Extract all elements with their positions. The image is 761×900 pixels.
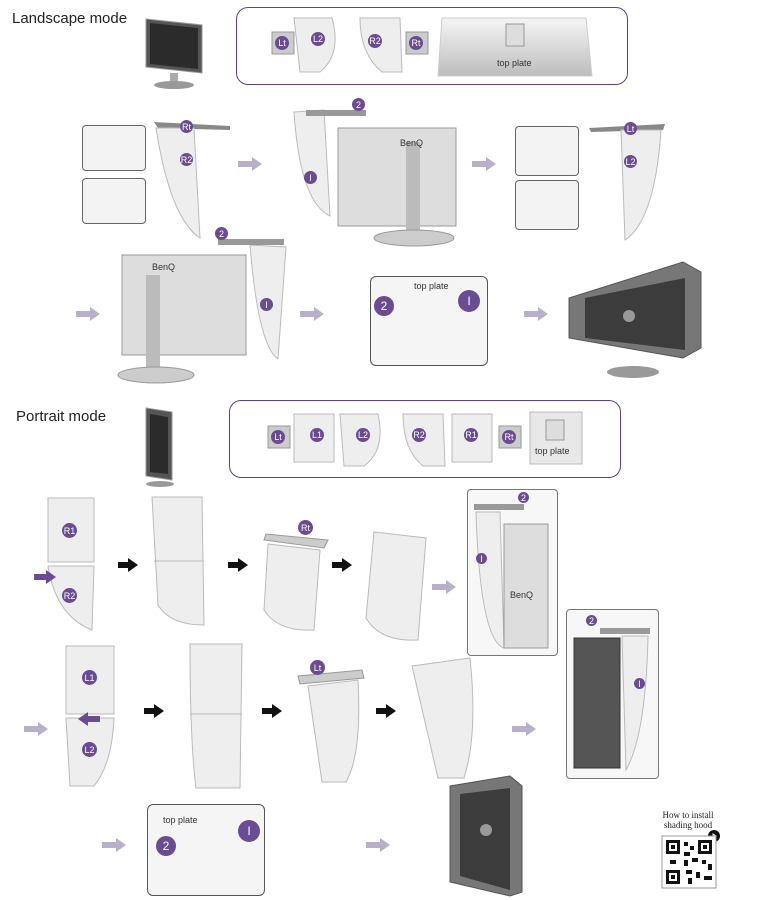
landscape-heading: Landscape mode xyxy=(12,10,128,27)
portrait-rt-badge: Rt xyxy=(298,520,313,535)
landscape-part-r2 xyxy=(359,17,403,73)
landscape-detail-box-1 xyxy=(82,125,146,171)
portrait-l-final xyxy=(411,657,474,779)
portrait-part-r1-label: R1 xyxy=(464,428,478,442)
landscape-brand-label-b: BenQ xyxy=(152,262,176,272)
portrait-step2-badge-b: 2 xyxy=(586,615,597,626)
portrait-parts-panel xyxy=(229,400,621,478)
landscape-finished-monitor xyxy=(568,261,702,378)
landscape-monitor-back-step xyxy=(293,109,457,247)
arrow-right-black-icon xyxy=(144,704,164,718)
landscape-part-lt-label: Lt xyxy=(275,36,289,50)
portrait-step2-badge-c: 2 xyxy=(156,836,176,856)
arrow-right-black-icon xyxy=(262,704,282,718)
portrait-lt-badge: Lt xyxy=(310,660,325,675)
landscape-detail-box-3 xyxy=(515,126,579,176)
landscape-brand-label-a: BenQ xyxy=(400,138,424,148)
arrow-right-icon xyxy=(300,307,324,321)
portrait-part-lt-label: Lt xyxy=(271,430,285,444)
qr-code[interactable] xyxy=(661,835,717,889)
portrait-step1-badge-b: I xyxy=(634,678,645,689)
landscape-detail-box-2 xyxy=(82,178,146,224)
arrow-right-icon xyxy=(24,722,48,736)
arrow-right-icon xyxy=(512,722,536,736)
landscape-top-plate-label: top plate xyxy=(497,58,532,68)
arrow-right-black-icon xyxy=(332,558,352,572)
portrait-lt-attach xyxy=(297,669,365,783)
portrait-r2-badge: R2 xyxy=(62,588,77,603)
arrow-right-icon xyxy=(472,157,496,171)
landscape-step1-badge-a: I xyxy=(304,171,317,184)
landscape-step2-badge-a: 2 xyxy=(352,98,365,111)
portrait-top-plate-detail-label: top plate xyxy=(163,815,198,825)
portrait-r1-r2-pieces xyxy=(47,497,95,631)
portrait-top-plate-illustration xyxy=(529,411,583,465)
landscape-r2-badge: R2 xyxy=(180,153,193,166)
arrow-right-icon xyxy=(102,838,126,852)
landscape-part-rt-label: Rt xyxy=(409,36,423,50)
landscape-parts-panel xyxy=(236,7,628,85)
portrait-install-left xyxy=(573,628,650,772)
portrait-monitor-illustration xyxy=(145,407,174,487)
qr-label-line2: shading hood xyxy=(663,820,713,830)
portrait-step2-badge-a: 2 xyxy=(518,492,529,503)
portrait-brand-label: BenQ xyxy=(510,590,534,600)
portrait-l2-badge: L2 xyxy=(82,742,97,757)
landscape-step2-badge-b: 2 xyxy=(215,227,228,240)
landscape-top-plate-illustration xyxy=(437,17,593,77)
arrow-right-icon xyxy=(524,307,548,321)
portrait-r-final xyxy=(365,531,427,641)
portrait-part-rt-label: Rt xyxy=(502,430,516,444)
landscape-rt-badge: Rt xyxy=(180,120,193,133)
portrait-part-l2-label: L2 xyxy=(356,428,370,442)
portrait-step1-badge-a: I xyxy=(476,553,487,564)
portrait-finished-monitor xyxy=(449,775,523,897)
portrait-install-right xyxy=(474,504,549,649)
landscape-top-plate-detail-label: top plate xyxy=(414,281,449,291)
portrait-r-assembled xyxy=(151,496,205,626)
push-arrow-icon xyxy=(34,570,56,584)
landscape-step1-badge-b: I xyxy=(260,298,273,311)
arrow-right-black-icon xyxy=(118,558,138,572)
qr-label: How to install shading hood xyxy=(650,810,726,830)
landscape-hood-left-side xyxy=(589,124,665,241)
landscape-part-r2-label: R2 xyxy=(368,34,382,48)
portrait-top-plate-label: top plate xyxy=(535,446,570,456)
portrait-l1-badge: L1 xyxy=(82,670,97,685)
arrow-right-icon xyxy=(366,838,390,852)
arrow-right-black-icon xyxy=(228,558,248,572)
landscape-step1-badge-c: I xyxy=(458,290,480,312)
landscape-part-l2-label: L2 xyxy=(311,32,325,46)
landscape-step2-badge-c: 2 xyxy=(374,296,394,316)
portrait-heading: Portrait mode xyxy=(16,408,107,425)
portrait-r1-badge: R1 xyxy=(62,523,77,538)
arrow-right-icon xyxy=(76,307,100,321)
portrait-rt-attach xyxy=(263,533,329,631)
portrait-part-r2-label: R2 xyxy=(412,428,426,442)
arrow-right-black-icon xyxy=(376,704,396,718)
portrait-part-r2 xyxy=(402,413,446,467)
portrait-step1-badge-c: I xyxy=(238,820,260,842)
landscape-l2-badge: L2 xyxy=(624,155,637,168)
landscape-lt-badge: Lt xyxy=(624,122,637,135)
arrow-right-icon xyxy=(238,157,262,171)
landscape-monitor-illustration xyxy=(145,18,203,89)
push-arrow-left-icon xyxy=(78,712,100,726)
portrait-l-assembled xyxy=(189,643,243,789)
portrait-part-l1-label: L1 xyxy=(310,428,324,442)
qr-label-line1: How to install xyxy=(662,810,714,820)
landscape-detail-box-4 xyxy=(515,180,579,230)
arrow-right-icon xyxy=(432,580,456,594)
